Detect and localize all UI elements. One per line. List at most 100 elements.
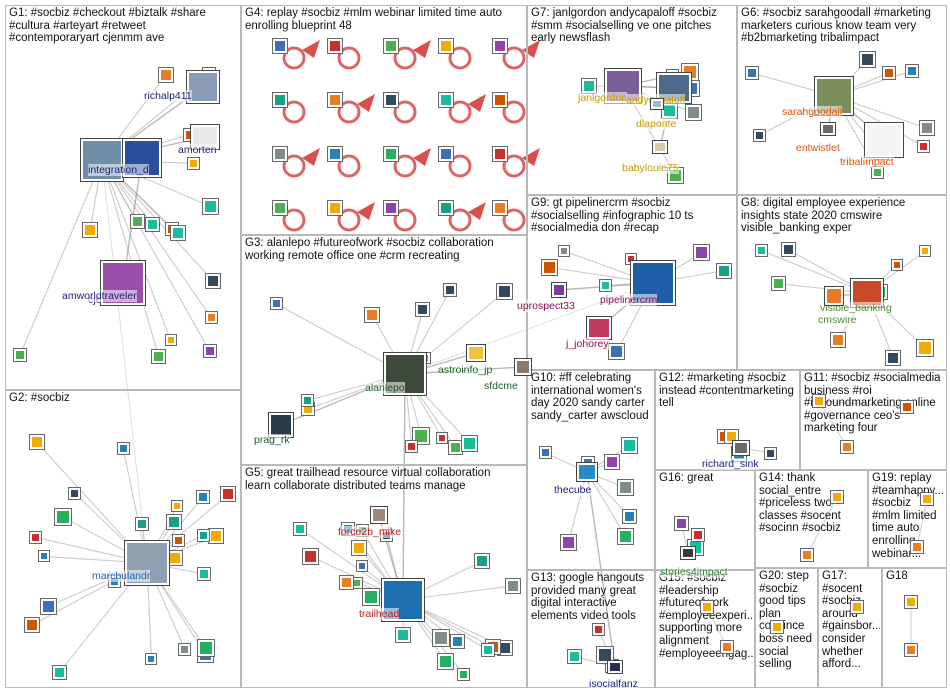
vertex-label-isocialfanz: isocialfanz bbox=[589, 678, 638, 690]
vertex-label-richalp411: richalp411 bbox=[144, 90, 192, 102]
vertex-stories4impact[interactable] bbox=[680, 546, 696, 560]
vertex-icon bbox=[293, 522, 307, 536]
vertex-icon bbox=[812, 394, 826, 408]
vertex-icon bbox=[492, 38, 508, 54]
vertex-icon bbox=[38, 550, 50, 562]
vertex-icon bbox=[859, 51, 876, 68]
vertex-icon bbox=[272, 146, 288, 162]
vertex-icon bbox=[117, 442, 130, 455]
vertex-image bbox=[923, 495, 931, 503]
vertex-image bbox=[342, 578, 351, 587]
vertex-image bbox=[367, 310, 377, 320]
vertex-icon bbox=[68, 487, 81, 500]
vertex-image bbox=[907, 646, 915, 654]
vertex-icon bbox=[172, 534, 185, 547]
vertex-tribalimpact[interactable] bbox=[864, 122, 904, 158]
vertex-image bbox=[602, 282, 609, 289]
group-label-g19: G19: replay #teamhappy... #socbiz #mlm l… bbox=[872, 472, 944, 560]
vertex-image bbox=[561, 248, 567, 254]
vertex-icon bbox=[351, 540, 367, 556]
vertex-icon bbox=[700, 600, 714, 614]
vertex-image bbox=[154, 352, 163, 361]
vertex-babylouie75[interactable] bbox=[652, 140, 668, 154]
vertex-image bbox=[827, 289, 841, 303]
vertex-uprospect33[interactable] bbox=[551, 282, 567, 298]
vertex-icon bbox=[919, 245, 931, 257]
vertex-label-entwistlet: entwistlet bbox=[796, 142, 840, 154]
vertex-icon bbox=[82, 222, 98, 238]
vertex-sfdcme[interactable] bbox=[514, 358, 532, 376]
vertex-image bbox=[484, 646, 492, 654]
vertex-image bbox=[398, 630, 408, 640]
vertex-image bbox=[703, 603, 711, 611]
vertex-icon bbox=[52, 665, 67, 680]
vertex-isocialfanz[interactable] bbox=[607, 660, 623, 674]
vertex-image bbox=[354, 580, 360, 586]
vertex-image bbox=[208, 314, 215, 321]
vertex-astroinfo-jp[interactable] bbox=[466, 344, 486, 362]
vertex-image bbox=[696, 247, 707, 258]
vertex-image bbox=[85, 225, 95, 235]
vertex-force2b-mike[interactable] bbox=[370, 506, 388, 524]
vertex-image bbox=[296, 525, 304, 533]
vertex-icon bbox=[830, 490, 844, 504]
vertex-image bbox=[386, 149, 396, 159]
group-label-g14: G14: thank social_entre #priceless two c… bbox=[759, 472, 841, 535]
vertex-icon bbox=[443, 283, 457, 297]
vertex-icon bbox=[622, 509, 637, 524]
vertex-image bbox=[305, 551, 316, 562]
vertex-icon bbox=[383, 200, 399, 216]
vertex-image bbox=[41, 553, 47, 559]
vertex-icon bbox=[327, 38, 343, 54]
vertex-image bbox=[542, 449, 549, 456]
vertex-cmswire[interactable] bbox=[824, 286, 844, 306]
group-box-g18 bbox=[882, 568, 947, 688]
vertex-image bbox=[169, 517, 179, 527]
group-label-g9: G9: gt pipelinercrm #socbiz #socialselli… bbox=[531, 197, 693, 235]
vertex-icon bbox=[885, 350, 901, 366]
vertex-richard-sink[interactable] bbox=[732, 440, 750, 456]
vertex-image bbox=[168, 337, 174, 343]
vertex-image bbox=[653, 101, 661, 107]
vertex-thecube[interactable] bbox=[576, 462, 598, 482]
vertex-icon bbox=[364, 307, 380, 323]
vertex-image bbox=[853, 603, 861, 611]
vertex-icon bbox=[800, 548, 814, 562]
vertex-image bbox=[748, 69, 756, 77]
vertex-icon bbox=[496, 283, 513, 300]
group-label-g15: G15: #socbiz #leadership #futureofwork #… bbox=[659, 572, 753, 660]
vertex-icon bbox=[438, 38, 454, 54]
vertex-image bbox=[200, 642, 212, 654]
vertex-image bbox=[885, 69, 893, 77]
vertex-icon bbox=[920, 492, 934, 506]
vertex-image bbox=[464, 438, 475, 449]
vertex-icon bbox=[830, 332, 846, 348]
vertex-icon bbox=[165, 334, 177, 346]
vertex-entwistlet[interactable] bbox=[820, 122, 836, 136]
vertex-icon bbox=[904, 595, 918, 609]
vertex-image bbox=[589, 319, 609, 337]
vertex-image bbox=[815, 397, 823, 405]
vertex-icon bbox=[850, 600, 864, 614]
vertex-image bbox=[500, 643, 510, 653]
vertex-dlaponte[interactable] bbox=[650, 98, 664, 110]
vertex-icon bbox=[474, 553, 490, 569]
vertex-image bbox=[903, 403, 911, 411]
vertex-icon bbox=[781, 242, 796, 257]
vertex-image bbox=[441, 41, 451, 51]
vertex-image bbox=[200, 570, 208, 578]
vertex-label-richard-sink: richard_sink bbox=[702, 458, 759, 470]
vertex-image bbox=[624, 440, 635, 451]
vertex-image bbox=[913, 543, 921, 551]
vertex-icon bbox=[130, 214, 145, 229]
vertex-image bbox=[441, 149, 451, 159]
vertex-icon bbox=[910, 540, 924, 554]
vertex-label-astroinfo-jp: astroinfo_jp bbox=[438, 364, 492, 376]
vertex-image bbox=[694, 531, 702, 539]
vertex-j-johorey[interactable] bbox=[586, 316, 612, 340]
vertex-image bbox=[570, 652, 579, 661]
vertex-icon bbox=[327, 146, 343, 162]
vertex-image bbox=[579, 465, 595, 479]
vertex-icon bbox=[770, 620, 784, 634]
